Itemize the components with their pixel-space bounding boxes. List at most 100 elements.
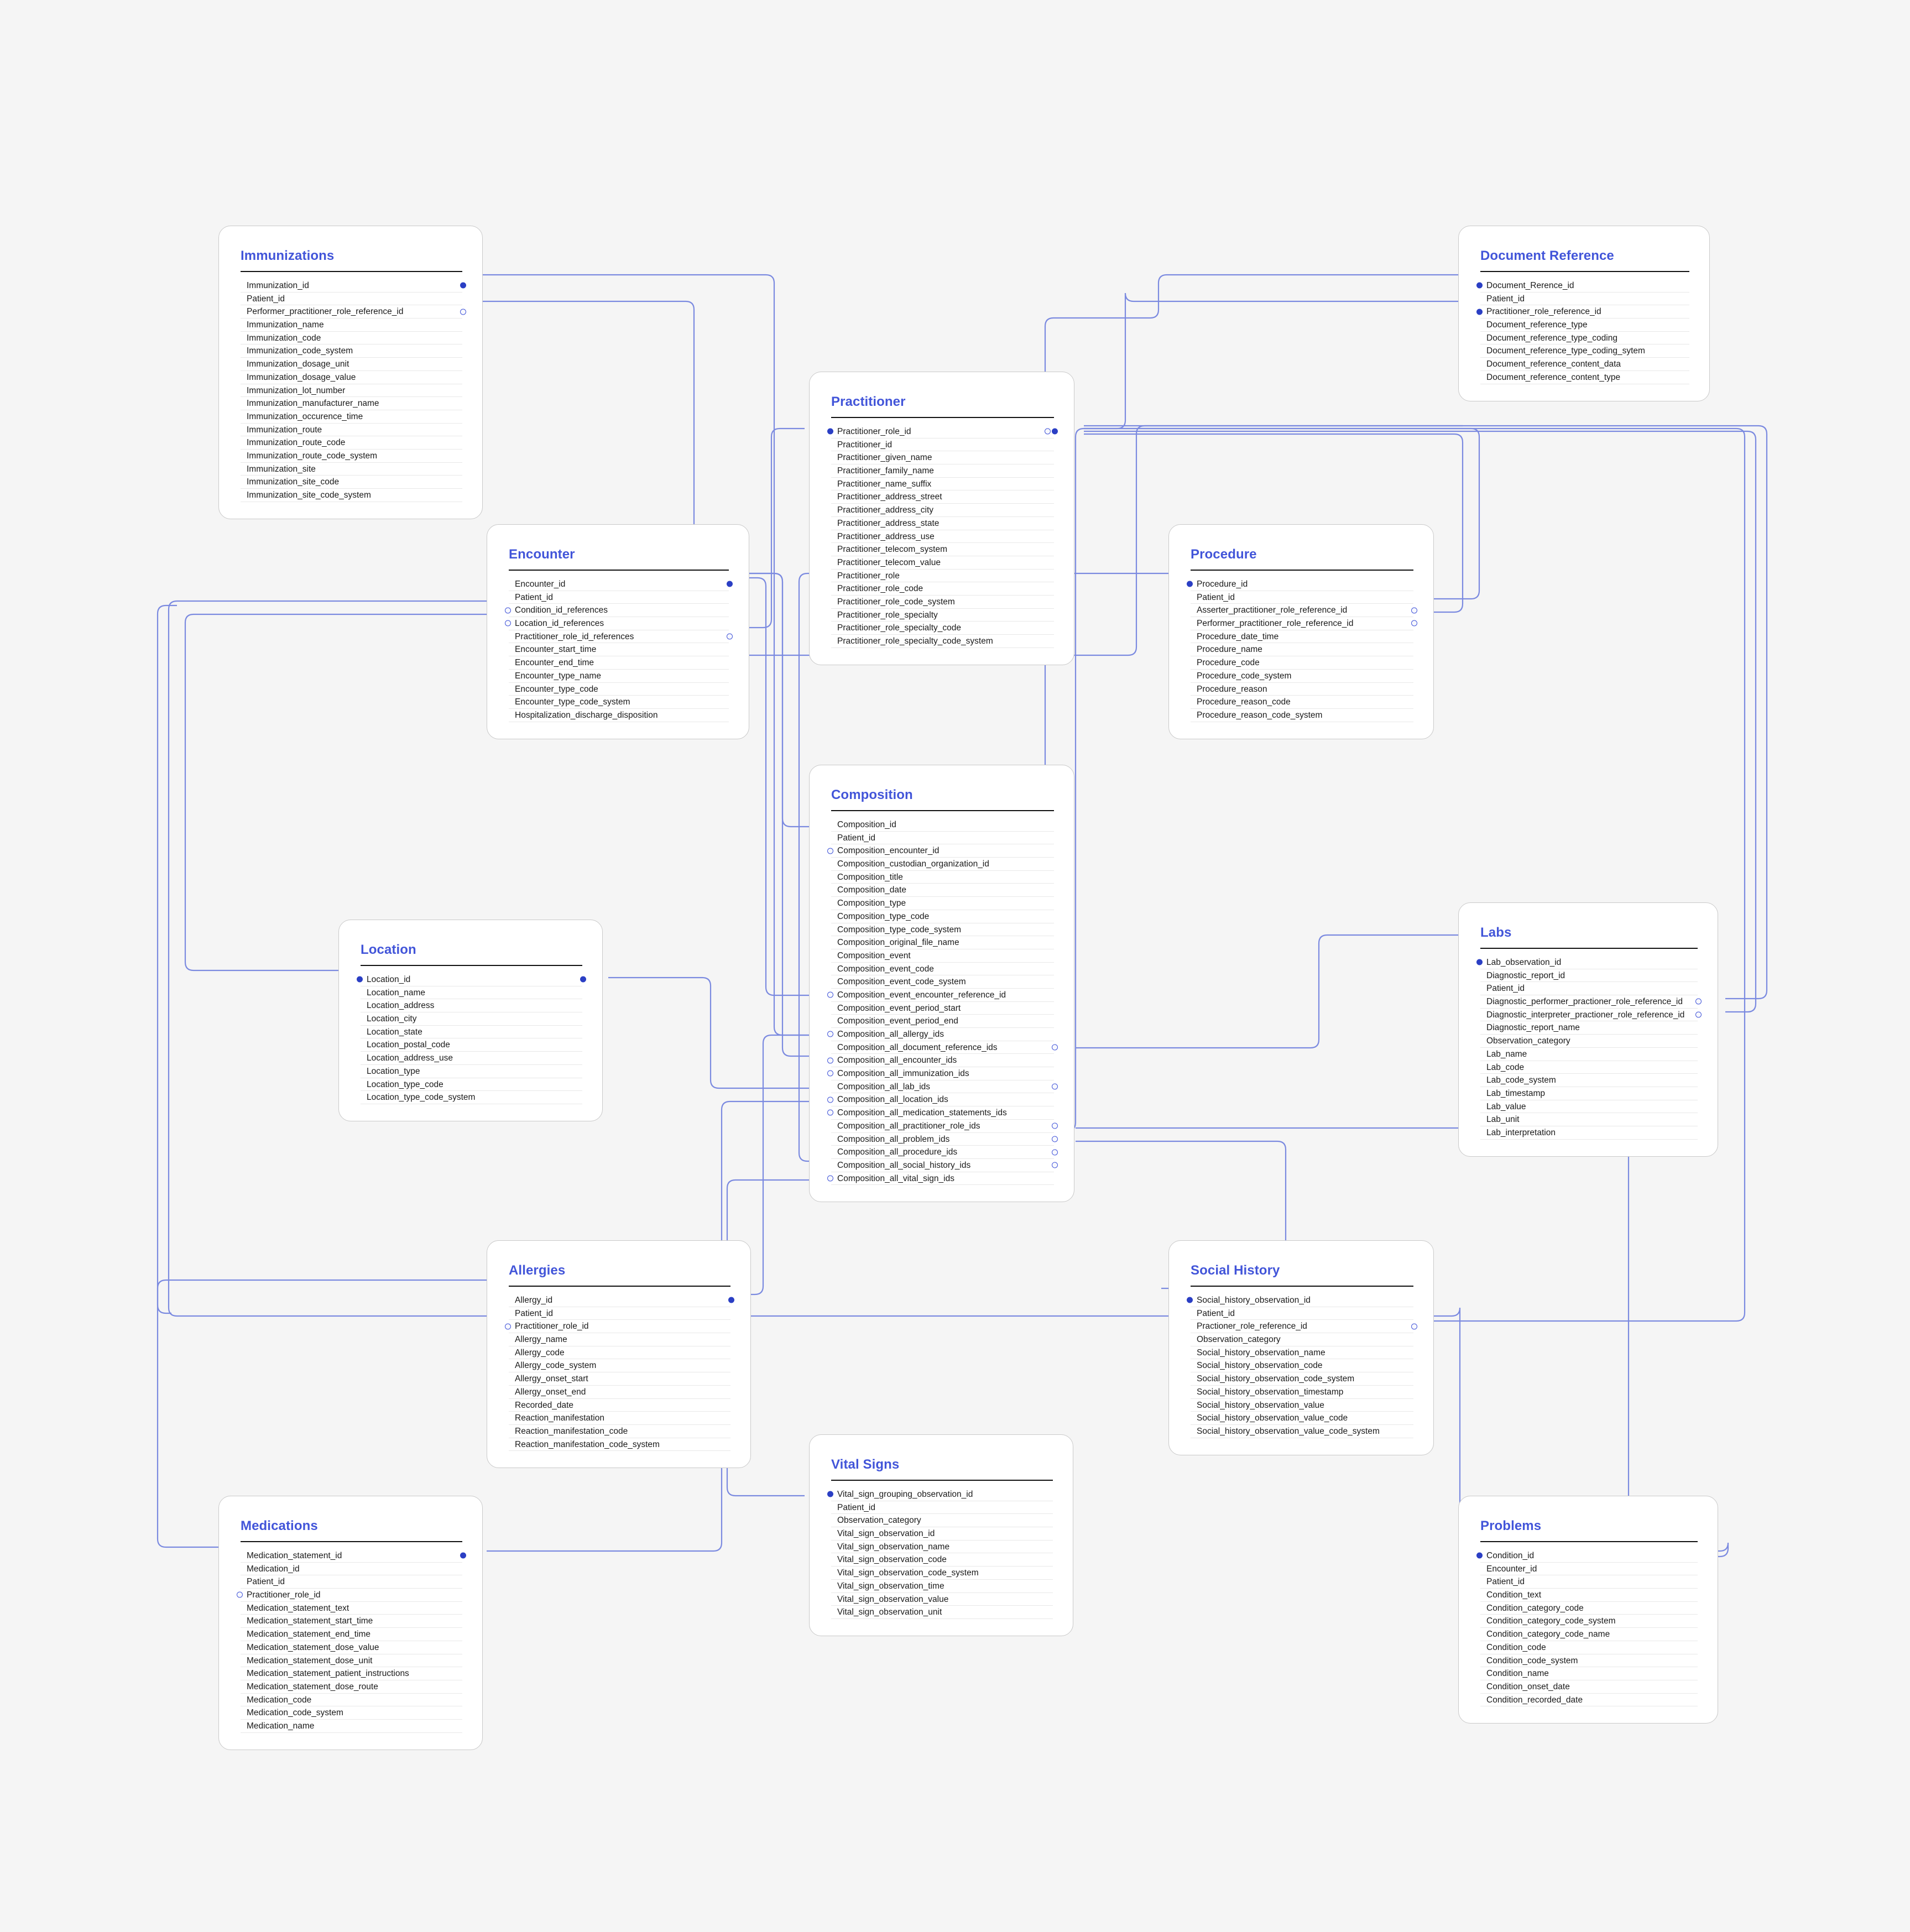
field-row[interactable]: Document_reference_type_coding xyxy=(1480,332,1689,345)
field-row[interactable]: Composition_all_practitioner_role_ids xyxy=(831,1120,1058,1133)
field-row[interactable]: Lab_timestamp xyxy=(1480,1087,1698,1100)
field-row[interactable]: Lab_interpretation xyxy=(1480,1126,1698,1140)
field-row[interactable]: Immunization_site_code_system xyxy=(241,489,462,502)
field-row[interactable]: Encounter_end_time xyxy=(509,656,729,670)
field-row[interactable]: Condition_category_code_name xyxy=(1480,1628,1698,1641)
field-row[interactable]: Observation_category xyxy=(1480,1035,1698,1048)
field-row[interactable]: Social_history_observation_value_code xyxy=(1191,1412,1413,1425)
field-row[interactable]: Encounter_type_code xyxy=(509,683,729,696)
field-row[interactable]: Immunization_dosage_value xyxy=(241,371,462,384)
field-row[interactable]: Hospitalization_discharge_disposition xyxy=(509,709,729,722)
field-row[interactable]: Practitioner_address_city xyxy=(831,504,1054,517)
field-row[interactable]: Vital_sign_observation_code_system xyxy=(831,1567,1053,1580)
field-row[interactable]: Immunization_code xyxy=(241,332,462,345)
field-row[interactable]: Practioner_role_reference_id xyxy=(1191,1320,1417,1334)
field-row[interactable]: Patient_id xyxy=(1480,1575,1698,1589)
field-row[interactable]: Composition_date xyxy=(831,884,1054,897)
field-row[interactable]: Lab_code xyxy=(1480,1061,1698,1074)
field-row[interactable]: Allergy_name xyxy=(509,1333,730,1346)
field-row[interactable]: Procedure_date_time xyxy=(1191,630,1413,644)
field-row[interactable]: Diagnostic_report_id xyxy=(1480,969,1698,983)
field-row[interactable]: Reaction_manifestation_code_system xyxy=(509,1438,730,1451)
field-row[interactable]: Practitioner_role_code xyxy=(831,582,1054,596)
field-row[interactable]: Medication_code_system xyxy=(241,1706,462,1720)
field-row[interactable]: Composition_title xyxy=(831,871,1054,884)
field-row[interactable]: Immunization_code_system xyxy=(241,344,462,358)
field-row[interactable]: Vital_sign_observation_unit xyxy=(831,1606,1053,1619)
field-row[interactable]: Medication_statement_dose_route xyxy=(241,1680,462,1694)
field-row[interactable]: Social_history_observation_timestamp xyxy=(1191,1386,1413,1399)
field-row[interactable]: Social_history_observation_code_system xyxy=(1191,1372,1413,1386)
field-row[interactable]: Social_history_observation_name xyxy=(1191,1346,1413,1360)
field-row[interactable]: Condition_text xyxy=(1480,1589,1698,1602)
field-row[interactable]: Composition_id xyxy=(831,818,1054,832)
field-row[interactable]: Condition_category_code xyxy=(1480,1602,1698,1615)
field-row[interactable]: Social_history_observation_code xyxy=(1191,1359,1413,1373)
field-row[interactable]: Composition_custodian_organization_id xyxy=(831,858,1054,871)
field-row[interactable]: Immunization_dosage_unit xyxy=(241,358,462,371)
field-row[interactable]: Composition_all_medication_statements_id… xyxy=(827,1106,1054,1120)
field-row[interactable]: Vital_sign_observation_code xyxy=(831,1553,1053,1567)
field-row[interactable]: Condition_code_system xyxy=(1480,1654,1698,1668)
field-row[interactable]: Medication_statement_start_time xyxy=(241,1615,462,1628)
field-row[interactable]: Composition_all_procedure_ids xyxy=(831,1146,1058,1159)
field-row[interactable]: Encounter_type_code_system xyxy=(509,696,729,709)
field-row[interactable]: Practitioner_name_suffix xyxy=(831,478,1054,491)
field-row[interactable]: Composition_all_lab_ids xyxy=(831,1080,1058,1094)
field-row[interactable]: Condition_name xyxy=(1480,1667,1698,1680)
field-row[interactable]: Composition_event_period_start xyxy=(831,1002,1054,1015)
field-row[interactable]: Immunization_manufacturer_name xyxy=(241,397,462,410)
field-row[interactable]: Lab_value xyxy=(1480,1100,1698,1114)
field-row[interactable]: Procedure_reason xyxy=(1191,683,1413,696)
field-row[interactable]: Practitioner_role xyxy=(831,570,1054,583)
field-row[interactable]: Vital_sign_observation_time xyxy=(831,1580,1053,1593)
field-row[interactable]: Composition_all_document_reference_ids xyxy=(831,1041,1058,1054)
field-row[interactable]: Condition_code xyxy=(1480,1641,1698,1654)
field-row[interactable]: Document_reference_type xyxy=(1480,318,1689,332)
field-row[interactable]: Asserter_practitioner_role_reference_id xyxy=(1191,604,1417,618)
field-row[interactable]: Composition_event_period_end xyxy=(831,1015,1054,1028)
field-row[interactable]: Procedure_reason_code_system xyxy=(1191,709,1413,722)
field-row[interactable]: Lab_observation_id xyxy=(1476,956,1698,969)
field-row[interactable]: Procedure_name xyxy=(1191,643,1413,657)
field-row[interactable]: Composition_event xyxy=(831,949,1054,963)
field-row[interactable]: Composition_event_encounter_reference_id xyxy=(827,989,1054,1002)
field-row[interactable]: Immunization_name xyxy=(241,318,462,332)
field-row[interactable]: Practitioner_role_id_references xyxy=(509,630,733,644)
field-row[interactable]: Immunization_route_code xyxy=(241,436,462,450)
field-row[interactable]: Composition_all_location_ids xyxy=(827,1093,1054,1107)
field-row[interactable]: Medication_name xyxy=(241,1720,462,1733)
field-row[interactable]: Practitioner_telecom_system xyxy=(831,543,1054,556)
field-row[interactable]: Medication_statement_dose_value xyxy=(241,1641,462,1654)
field-row[interactable]: Document_Rerence_id xyxy=(1476,279,1689,293)
field-row[interactable]: Practitioner_role_specialty_code xyxy=(831,622,1054,635)
field-row[interactable]: Allergy_code_system xyxy=(509,1359,730,1373)
field-row[interactable]: Allergy_onset_end xyxy=(509,1386,730,1399)
field-row[interactable]: Immunization_occurence_time xyxy=(241,410,462,424)
field-row[interactable]: Location_state xyxy=(361,1026,582,1039)
field-row[interactable]: Practitioner_address_use xyxy=(831,530,1054,544)
field-row[interactable]: Patient_id xyxy=(509,1307,730,1320)
field-row[interactable]: Composition_encounter_id xyxy=(827,844,1054,858)
field-row[interactable]: Procedure_reason_code xyxy=(1191,696,1413,709)
field-row[interactable]: Procedure_id xyxy=(1187,578,1413,591)
field-row[interactable]: Composition_all_social_history_ids xyxy=(831,1159,1058,1172)
field-row[interactable]: Social_history_observation_value xyxy=(1191,1399,1413,1412)
field-row[interactable]: Allergy_onset_start xyxy=(509,1372,730,1386)
field-row[interactable]: Allergy_code xyxy=(509,1346,730,1360)
field-row[interactable]: Medication_statement_id xyxy=(241,1549,466,1563)
field-row[interactable]: Patient_id xyxy=(1191,1307,1413,1320)
field-row[interactable]: Diagnostic_report_name xyxy=(1480,1021,1698,1035)
field-row[interactable]: Encounter_id xyxy=(509,578,733,591)
field-row[interactable]: Composition_type_code_system xyxy=(831,923,1054,937)
field-row[interactable]: Encounter_type_name xyxy=(509,670,729,683)
field-row[interactable]: Immunization_route xyxy=(241,424,462,437)
field-row[interactable]: Performer_practitioner_role_reference_id xyxy=(241,305,466,319)
